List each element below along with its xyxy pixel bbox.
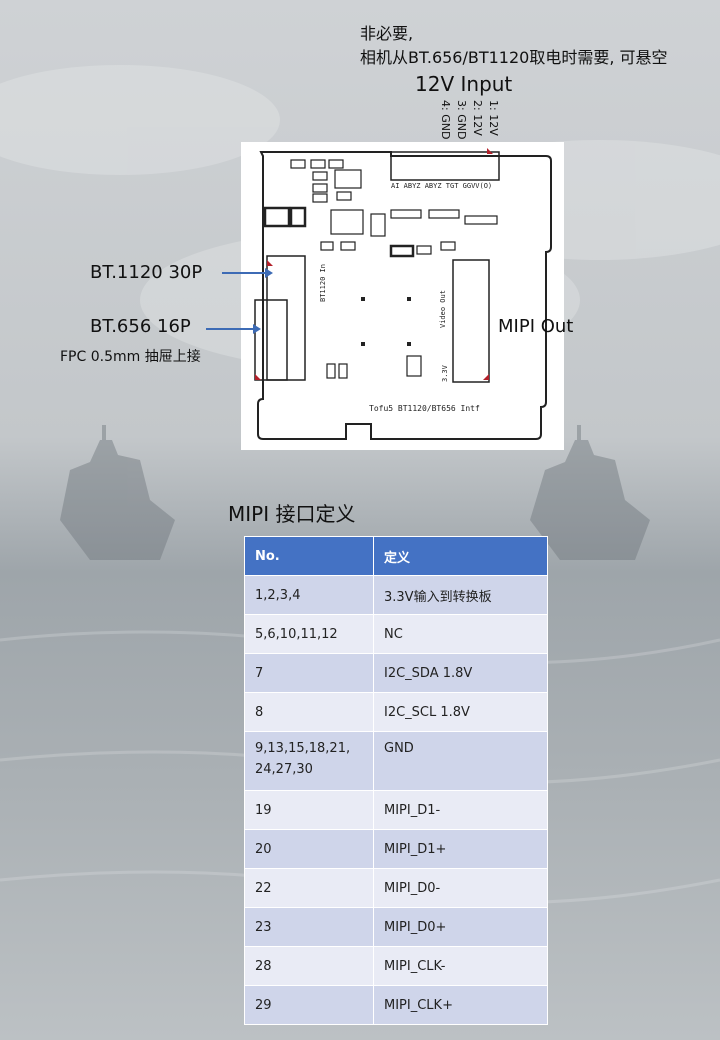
pin-definition: NC	[373, 614, 548, 654]
pin-number: 23	[244, 907, 374, 947]
power-pin-2: 2: 12V	[471, 100, 484, 136]
silk-connector-labels: AI ABYZ ABYZ TGT GGVV(O)	[391, 182, 493, 190]
table-row: 23 MIPI_D0+	[244, 907, 548, 947]
pin-number: 22	[244, 868, 374, 908]
table-row: 5,6,10,11,12 NC	[244, 614, 548, 654]
table-row: 7 I2C_SDA 1.8V	[244, 653, 548, 693]
pin-number: 1,2,3,4	[244, 575, 374, 615]
ship-right	[530, 425, 650, 560]
pin-definition: I2C_SDA 1.8V	[373, 653, 548, 693]
table-row: 19 MIPI_D1-	[244, 790, 548, 830]
mipi-pin-table: No. 定义 1,2,3,4 3.3V输入到转换板 5,6,10,11,12 N…	[244, 536, 548, 1025]
pin-number: 7	[244, 653, 374, 693]
pin-definition: MIPI_D0-	[373, 868, 548, 908]
pin-number: 9,13,15,18,21, 24,27,30	[244, 731, 374, 791]
bt1120-callout: BT.1120 30P	[90, 262, 203, 283]
pin-number: 28	[244, 946, 374, 986]
optional-note-line2: 相机从BT.656/BT1120取电时需要, 可悬空	[360, 48, 668, 67]
pin-definition: MIPI_D1+	[373, 829, 548, 869]
bt1120-arrow	[222, 268, 273, 278]
pin-number: 19	[244, 790, 374, 830]
silk-video-out: Video Out	[439, 290, 447, 328]
power-pin-1: 1: 12V	[487, 100, 500, 136]
power-pin-4: 4: GND	[439, 100, 452, 140]
header-no: No.	[244, 536, 374, 576]
table-row: 28 MIPI_CLK-	[244, 946, 548, 986]
pin-definition: MIPI_CLK-	[373, 946, 548, 986]
pin-definition: MIPI_D0+	[373, 907, 548, 947]
silk-3v3: 3.3V	[441, 365, 449, 382]
silk-board-title: Tofu5 BT1120/BT656 Intf	[369, 404, 480, 413]
power-pin-3: 3: GND	[455, 100, 468, 140]
pin-definition: 3.3V输入到转换板	[373, 575, 548, 615]
table-row: 22 MIPI_D0-	[244, 868, 548, 908]
bt656-callout: BT.656 16P	[90, 316, 191, 337]
table-header-row: No. 定义	[244, 536, 548, 576]
pin-number: 5,6,10,11,12	[244, 614, 374, 654]
table-row: 20 MIPI_D1+	[244, 829, 548, 869]
pcb-board-image: AI ABYZ ABYZ TGT GGVV(O) BT1120 In Video…	[241, 142, 564, 450]
pin-number: 29	[244, 985, 374, 1025]
table-row: 1,2,3,4 3.3V输入到转换板	[244, 575, 548, 615]
mipi-out-callout: MIPI Out	[498, 316, 574, 337]
power-input-title: 12V Input	[415, 72, 513, 96]
mipi-table-title: MIPI 接口定义	[228, 502, 356, 526]
fpc-callout: FPC 0.5mm 抽屉上接	[60, 349, 201, 365]
pin-definition: I2C_SCL 1.8V	[373, 692, 548, 732]
bt656-arrow	[206, 324, 261, 334]
pin-definition: GND	[373, 731, 548, 791]
pin-number: 20	[244, 829, 374, 869]
table-row: 8 I2C_SCL 1.8V	[244, 692, 548, 732]
pin-number: 8	[244, 692, 374, 732]
silk-bt1120-in: BT1120 In	[319, 264, 327, 302]
pin-definition: MIPI_D1-	[373, 790, 548, 830]
header-definition: 定义	[373, 536, 548, 576]
table-row: 9,13,15,18,21, 24,27,30 GND	[244, 731, 548, 791]
ship-left	[60, 425, 175, 560]
table-row: 29 MIPI_CLK+	[244, 985, 548, 1025]
pin-definition: MIPI_CLK+	[373, 985, 548, 1025]
optional-note-line1: 非必要,	[360, 24, 414, 43]
